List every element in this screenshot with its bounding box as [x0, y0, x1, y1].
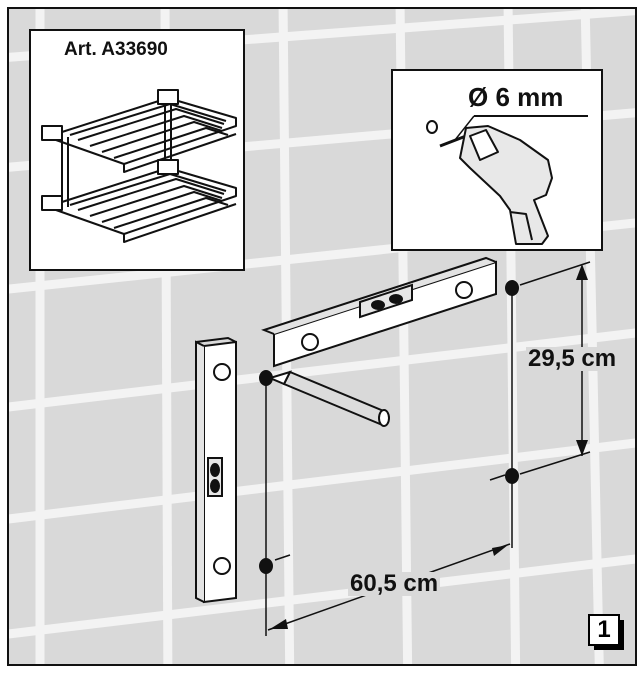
- vertical-distance-label: 29,5 cm: [526, 345, 619, 372]
- article-number-label: Art. A33690: [64, 39, 168, 60]
- vertical-spirit-level: [195, 336, 237, 604]
- drill-drawing: [426, 120, 553, 245]
- horizontal-distance-label: 60,5 cm: [348, 570, 441, 597]
- pencil: [267, 370, 390, 427]
- horizontal-spirit-level: [261, 256, 497, 368]
- shelf-rack-drawing: [41, 89, 237, 243]
- drill-inset: [391, 69, 603, 251]
- step-number-badge: 1: [588, 614, 624, 650]
- drill-hole-bottom-left: [259, 558, 273, 574]
- drill-hole-bottom-right: [505, 468, 519, 484]
- product-inset: [29, 29, 245, 271]
- diagram-frame: [7, 7, 637, 666]
- drill-size-label: Ø 6 mm: [468, 82, 564, 112]
- dimension-arrowheads: [270, 264, 588, 629]
- step-number: 1: [588, 614, 620, 646]
- drill-hole-top-left: [259, 370, 273, 386]
- drill-hole-marks: [259, 280, 519, 574]
- drill-hole-top-right: [505, 280, 519, 296]
